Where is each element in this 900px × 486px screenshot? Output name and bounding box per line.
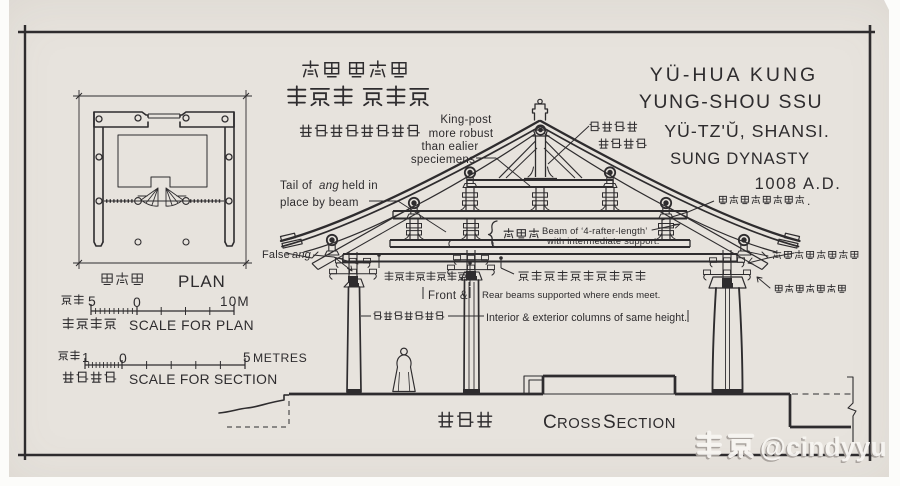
svg-text:@cindyyu: @cindyyu (759, 434, 886, 464)
svg-text:ang: ang (292, 249, 312, 261)
svg-text:ang: ang (319, 180, 339, 192)
svg-text:1008 A.D.: 1008 A.D. (755, 175, 842, 193)
svg-text:held in: held in (342, 180, 378, 192)
svg-text:more robust: more robust (429, 128, 494, 140)
svg-text:Front &: Front & (428, 290, 468, 302)
svg-text:1: 1 (82, 350, 89, 365)
svg-text:C: C (543, 412, 557, 433)
svg-text:S: S (603, 412, 616, 433)
svg-text:ECTION: ECTION (617, 416, 677, 432)
svg-text:YÜ-HUA KUNG: YÜ-HUA KUNG (650, 64, 818, 86)
svg-text:10M: 10M (220, 294, 250, 309)
svg-text:place by beam: place by beam (280, 197, 359, 209)
svg-text:YUNG-SHOU SSU: YUNG-SHOU SSU (639, 91, 823, 113)
svg-text:Tail of: Tail of (280, 180, 313, 192)
svg-text:than ealier: than ealier (421, 141, 478, 153)
svg-text:ROSS: ROSS (557, 416, 601, 432)
svg-text:Rear beams supported where e: Rear beams supported where ends meet. (482, 290, 660, 301)
svg-text:with intermediate support.: with intermediate support. (546, 235, 660, 246)
svg-text:5: 5 (88, 293, 96, 309)
svg-text:PLAN: PLAN (178, 272, 226, 291)
svg-text:False: False (262, 249, 290, 261)
svg-text:0: 0 (119, 350, 127, 366)
svg-text:SCALE FOR SECTION: SCALE FOR SECTION (129, 372, 277, 387)
svg-text:SCALE FOR PLAN: SCALE FOR PLAN (129, 318, 254, 333)
svg-text:YÜ-TZ'Ŭ, SHANSI.: YÜ-TZ'Ŭ, SHANSI. (664, 120, 830, 141)
svg-text:SUNG DYNASTY: SUNG DYNASTY (670, 150, 810, 168)
svg-text:King-post: King-post (440, 114, 492, 126)
svg-text:Interior & exterior columns of: Interior & exterior columns of same heig… (486, 312, 687, 324)
svg-text:0: 0 (133, 294, 141, 310)
svg-text:5: 5 (243, 350, 251, 365)
svg-text:Beam of ‘4-rafter-length’: Beam of ‘4-rafter-length’ (542, 225, 648, 236)
svg-text:.: . (807, 194, 811, 208)
svg-text:speciemens: speciemens (411, 154, 475, 166)
svg-text:@cindyyu: @cindyyu (760, 432, 887, 462)
svg-text:METRES: METRES (253, 351, 307, 365)
